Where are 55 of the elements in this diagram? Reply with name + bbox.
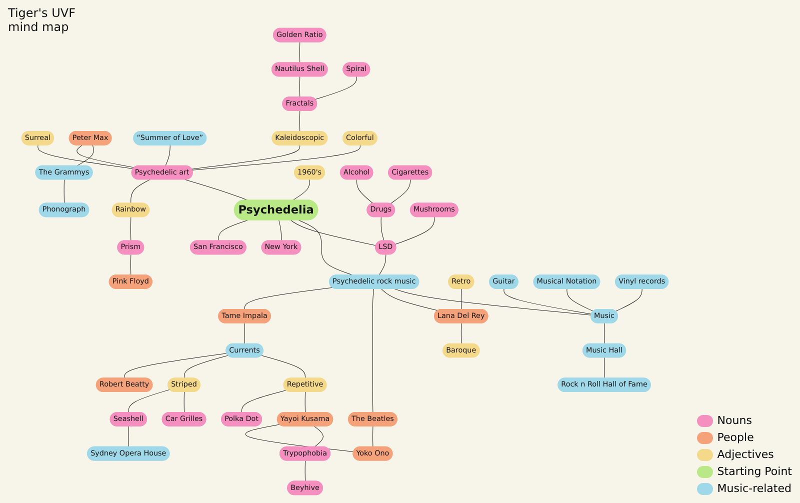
connector — [504, 288, 592, 314]
connector — [380, 216, 384, 241]
connector — [244, 287, 333, 310]
connector — [372, 288, 374, 413]
connector — [184, 179, 248, 200]
legend-label: Music-related — [717, 482, 792, 495]
connector — [184, 392, 185, 413]
connector — [395, 216, 435, 245]
connector — [128, 426, 129, 448]
legend-label: Nouns — [717, 414, 752, 427]
connector — [372, 426, 374, 448]
connector — [278, 220, 282, 241]
connector — [304, 392, 306, 413]
connector — [192, 145, 300, 170]
connector — [130, 179, 150, 204]
legend-label: People — [717, 431, 754, 444]
connector — [394, 288, 592, 316]
connector — [130, 216, 132, 241]
connector — [298, 220, 354, 276]
title: Tiger's UVF mind map — [8, 6, 76, 34]
connector — [604, 323, 605, 344]
connector — [299, 42, 300, 63]
connector — [130, 254, 132, 276]
connector — [566, 288, 594, 312]
connector — [184, 355, 228, 378]
connector — [76, 145, 134, 168]
connector — [165, 145, 170, 166]
connector — [381, 288, 438, 311]
connector — [390, 179, 411, 204]
connector — [356, 179, 374, 204]
connector — [128, 389, 170, 413]
connector — [299, 76, 300, 98]
connector — [378, 254, 386, 276]
legend-label: Starting Point — [717, 465, 792, 478]
connector — [299, 110, 300, 132]
connector — [64, 179, 65, 204]
connector — [261, 355, 306, 378]
connector — [242, 390, 286, 413]
connector — [604, 357, 605, 378]
connector — [315, 76, 357, 100]
connector — [615, 288, 642, 312]
connector — [218, 220, 248, 241]
connector — [124, 353, 227, 378]
connector — [192, 145, 360, 170]
connector — [460, 323, 462, 344]
connector — [460, 288, 462, 310]
legend-label: Adjectives — [717, 448, 774, 461]
connector — [76, 145, 94, 166]
connector — [314, 426, 324, 448]
connector — [292, 179, 310, 200]
connector — [244, 323, 246, 344]
connector — [304, 460, 306, 482]
connector — [290, 220, 376, 246]
connector — [38, 145, 134, 169]
connector — [245, 424, 354, 452]
